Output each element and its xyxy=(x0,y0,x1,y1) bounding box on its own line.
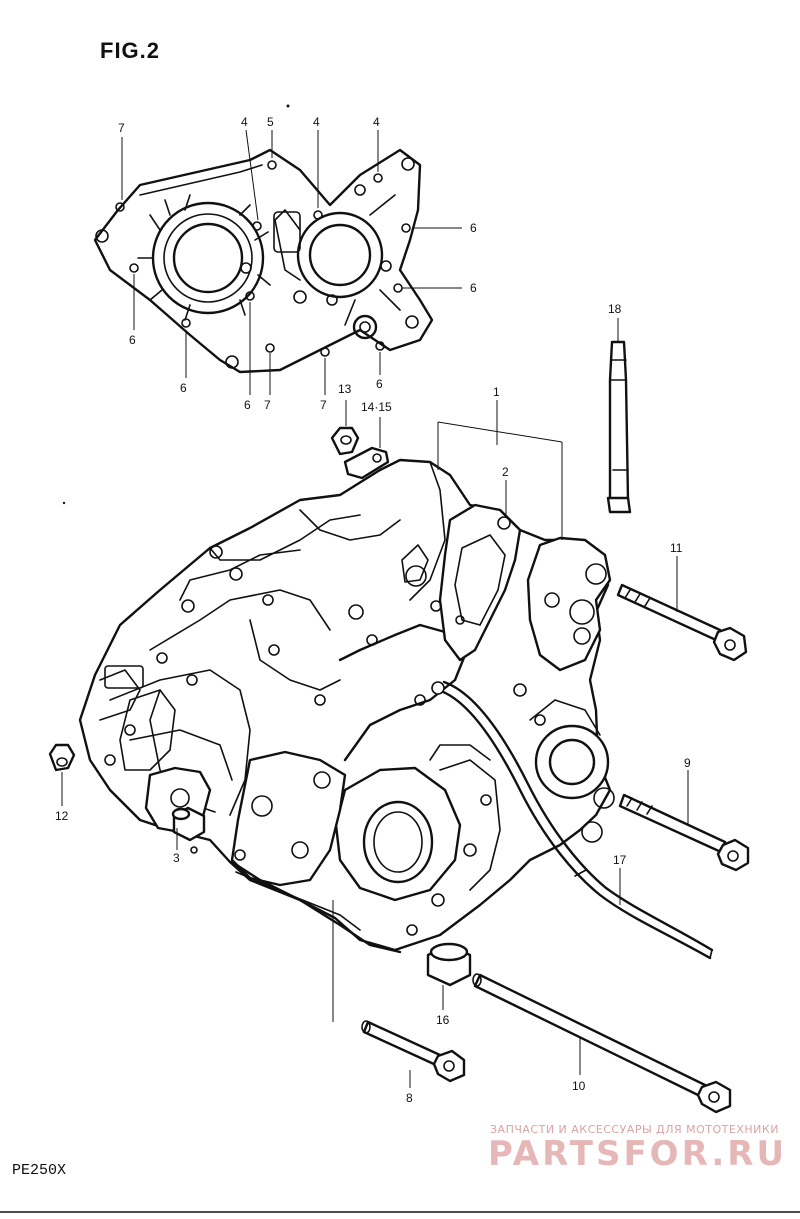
callout-16: 16 xyxy=(436,1013,450,1027)
speck-mark xyxy=(62,501,66,505)
callout-6-bottom-middle: 6 xyxy=(244,398,251,412)
callout-17: 17 xyxy=(613,853,627,867)
speck-mark xyxy=(286,104,290,108)
callout-8: 8 xyxy=(406,1091,413,1105)
collar-16-drawing xyxy=(426,942,472,987)
callout-18: 18 xyxy=(608,302,622,316)
callout-11: 11 xyxy=(670,541,683,555)
leader-lines xyxy=(61,129,689,1088)
watermark-caption: ЗАПЧАСТИ И АКСЕССУАРЫ ДЛЯ МОТОТЕХНИКИ xyxy=(490,1123,779,1136)
model-code: PE250X xyxy=(12,1162,67,1179)
washer-14-15-drawing xyxy=(343,446,390,480)
callout-10: 10 xyxy=(572,1079,586,1093)
bolt-11-drawing xyxy=(616,583,748,662)
callout-6-right-lower: 6 xyxy=(470,281,477,295)
callout-9: 9 xyxy=(684,756,691,770)
callout-3: 3 xyxy=(173,851,180,865)
callout-6-bottom-right: 6 xyxy=(376,377,383,391)
figure-title: FIG.2 xyxy=(100,38,161,63)
breather-hose-drawing xyxy=(431,680,714,960)
stud-18-drawing xyxy=(606,340,632,514)
watermark-site: PARTSFOR.RU xyxy=(488,1134,788,1174)
nut-12-drawing xyxy=(48,743,76,772)
callout-4-left: 4 xyxy=(241,115,248,129)
callout-5: 5 xyxy=(267,115,274,129)
bolt-10-drawing xyxy=(472,973,732,1114)
callout-12: 12 xyxy=(55,809,69,823)
callout-7-top-left: 7 xyxy=(118,121,125,135)
callout-1: 1 xyxy=(493,385,500,399)
callout-4-middle: 4 xyxy=(313,115,320,129)
callout-labels: 7 4 5 4 4 6 6 6 6 6 7 7 6 13 14·15 1 2 1… xyxy=(55,115,691,1105)
crankcase-gasket-drawing xyxy=(93,148,434,374)
callout-7-bottom-right: 7 xyxy=(320,398,327,412)
callout-14-15: 14·15 xyxy=(361,400,392,414)
bolt-8-drawing xyxy=(361,1020,466,1083)
bolt-9-drawing xyxy=(618,793,750,872)
callout-13: 13 xyxy=(338,382,352,396)
callout-2: 2 xyxy=(502,465,509,479)
callout-7-bottom-middle: 7 xyxy=(264,398,271,412)
callout-6-right-upper: 6 xyxy=(470,221,477,235)
dowel-pin-3-drawing xyxy=(171,806,206,854)
callout-6-left: 6 xyxy=(129,333,136,347)
crankcase-drawing xyxy=(78,458,615,954)
nut-13-drawing xyxy=(330,426,360,456)
callout-6-bottom-left: 6 xyxy=(180,381,187,395)
callout-4-right: 4 xyxy=(373,115,380,129)
